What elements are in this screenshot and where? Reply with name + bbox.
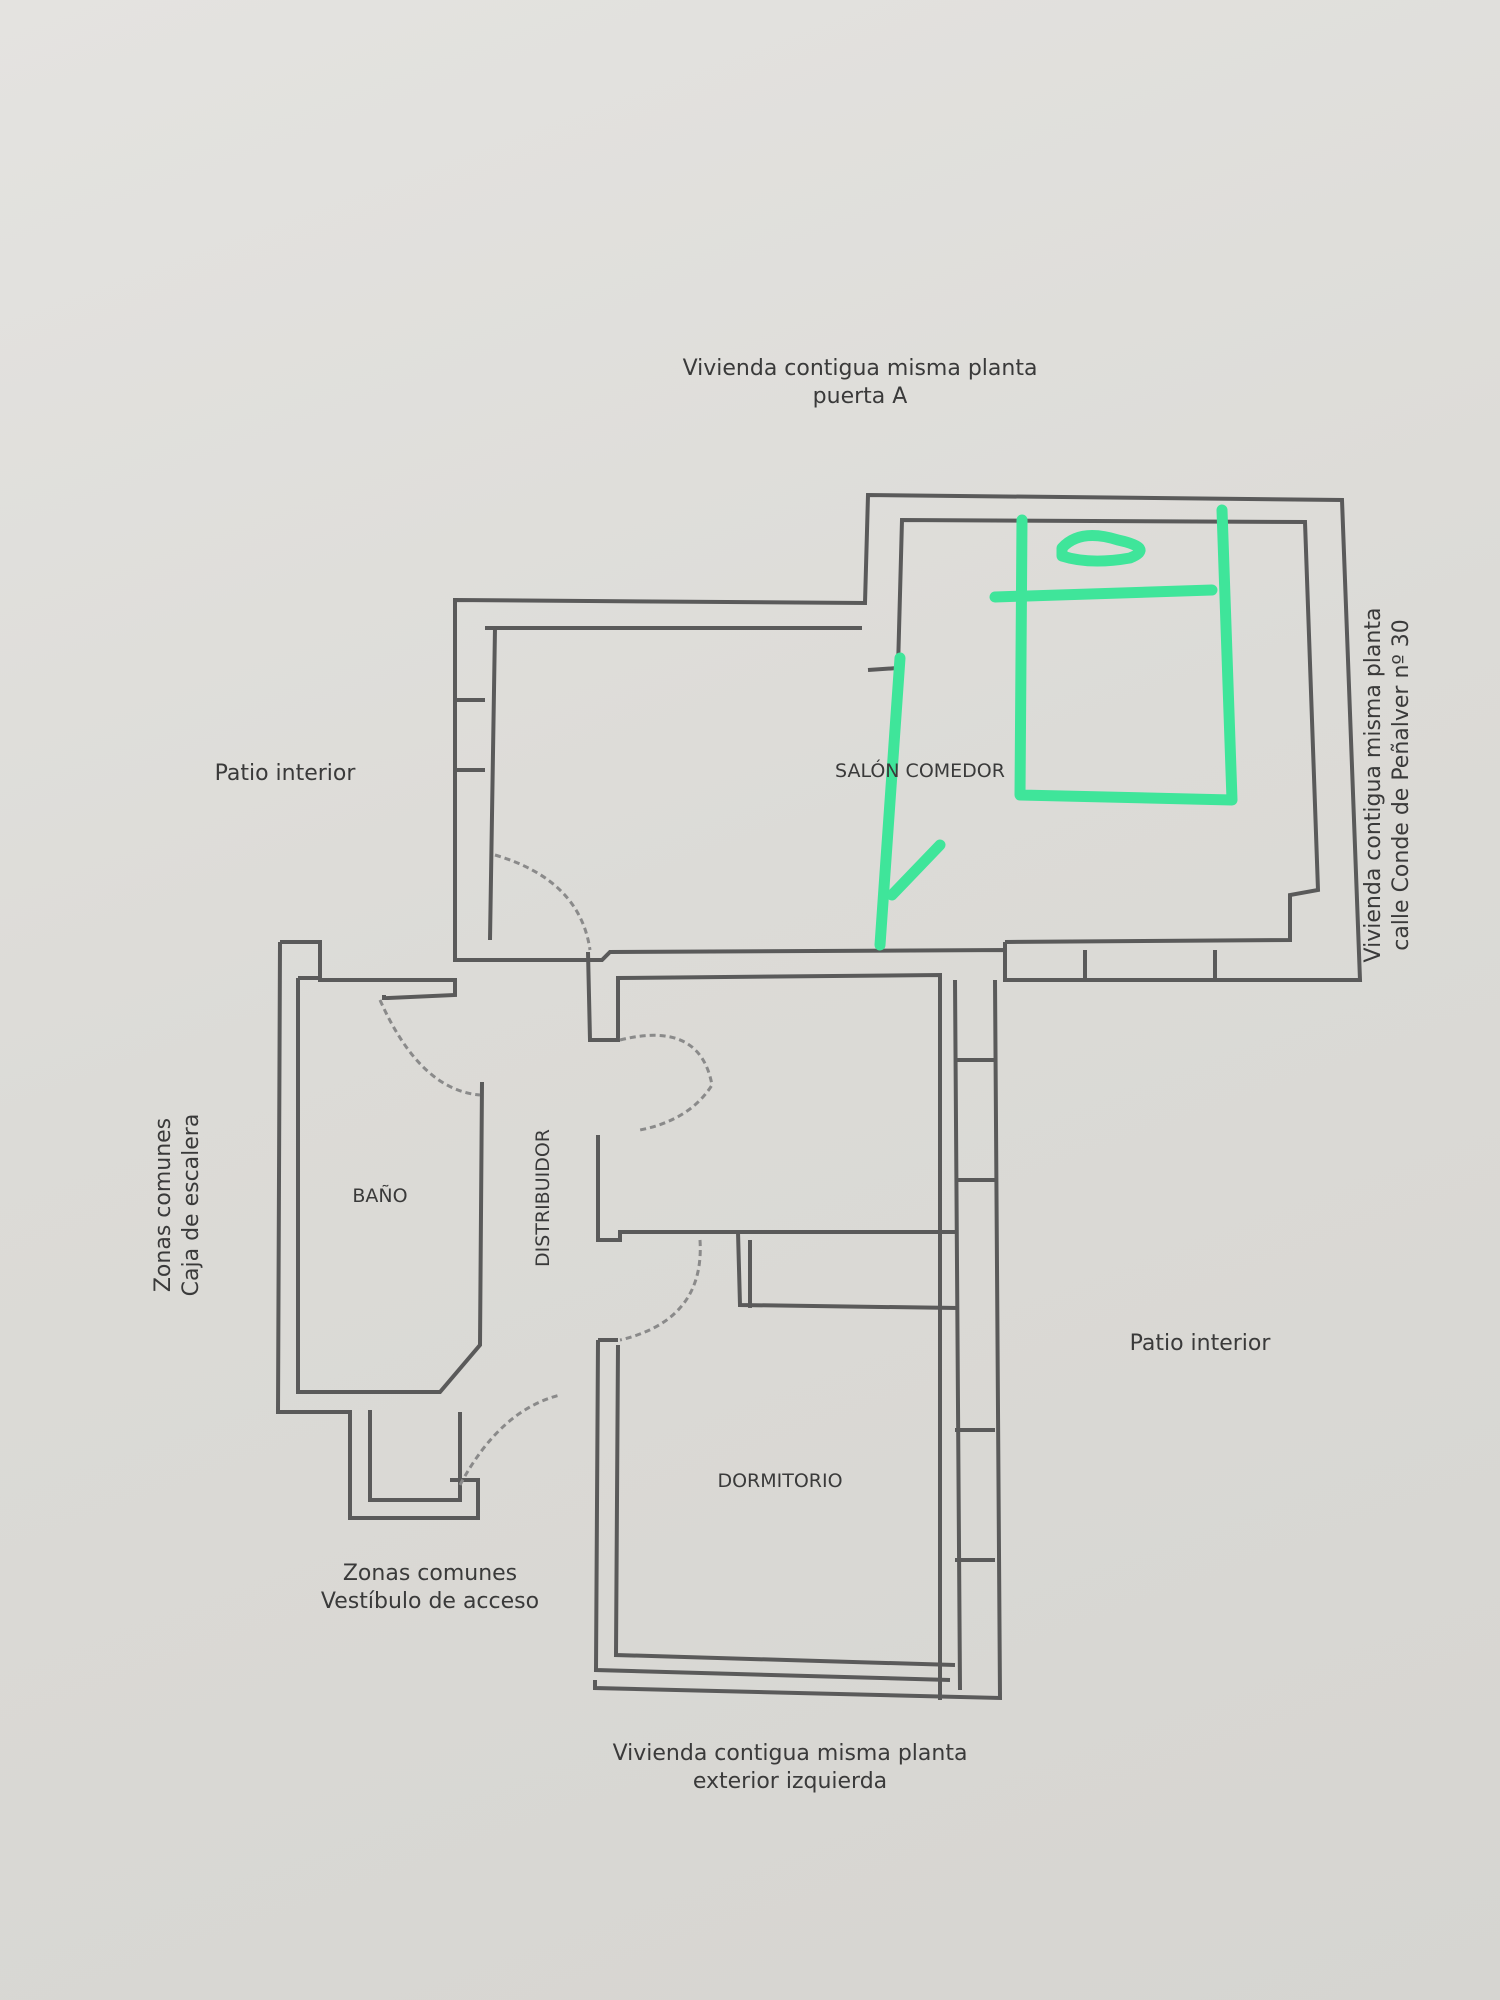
label-stair-zone-line1: Zonas comunes xyxy=(151,1117,176,1293)
room-label-distribuidor: DISTRIBUIDOR xyxy=(532,1128,554,1268)
label-access-zone-line1: Zonas comunes xyxy=(342,1561,518,1586)
label-right-neighbor-line1: Vivienda contigua misma planta xyxy=(1361,607,1386,963)
annotation-partition-line xyxy=(874,652,906,951)
bano-door-swing xyxy=(378,999,481,1097)
room-label-salon: SALÓN COMEDOR xyxy=(835,760,1005,782)
bedroom1-door-swing xyxy=(619,1033,714,1132)
salon-door-swing xyxy=(494,853,592,951)
distribuidor-door-swing xyxy=(619,1239,702,1342)
bano-outer-wall xyxy=(275,940,480,1520)
label-bottom-neighbor-line1: Vivienda contigua misma planta xyxy=(612,1741,968,1766)
label-bottom-neighbor: Vivienda contigua misma planta exterior … xyxy=(570,1740,1010,1795)
label-left-patio: Patio interior xyxy=(214,761,356,786)
annotation-pillow xyxy=(1056,530,1146,567)
green-annotation xyxy=(874,504,1238,951)
east-wall-ticks xyxy=(955,1058,995,1562)
label-access-zone-line2: Vestíbulo de acceso xyxy=(320,1588,540,1614)
walls xyxy=(275,492,1363,1701)
salon-wall-ticks xyxy=(455,698,1217,980)
distribuidor-wall-top xyxy=(586,951,942,1700)
access-door-swing xyxy=(458,1393,561,1486)
label-top-neighbor: Vivienda contigua misma planta puerta A xyxy=(640,355,1080,410)
annotation-headboard-line xyxy=(989,584,1218,603)
bano-closet-wall xyxy=(368,1410,462,1502)
east-wall-lower xyxy=(593,979,1003,1701)
label-right-neighbor: Vivienda contigua misma planta calle Con… xyxy=(1360,575,1420,995)
room-label-dormitorio: DORMITORIO xyxy=(717,1470,843,1492)
label-right-patio: Patio interior xyxy=(1129,1331,1271,1356)
label-top-neighbor-line1: Vivienda contigua misma planta xyxy=(682,356,1038,381)
bano-inner-wall xyxy=(296,976,484,1394)
label-stair-zone-line2: Caja de escalera xyxy=(178,1113,204,1297)
label-bottom-neighbor-line2: exterior izquierda xyxy=(692,1768,888,1794)
door-swings xyxy=(378,853,714,1486)
salon-outer-wall xyxy=(453,492,1363,982)
room-label-bano: BAÑO xyxy=(352,1185,408,1207)
annotation-bed-frame xyxy=(1014,504,1238,806)
distribuidor-wall-mid xyxy=(596,1135,959,1310)
dormitorio-wall xyxy=(593,1338,956,1682)
label-right-neighbor-line2: calle Conde de Peñalver nº 30 xyxy=(1388,619,1414,951)
label-top-neighbor-line2: puerta A xyxy=(812,383,908,409)
salon-inner-wall xyxy=(485,517,1321,950)
label-access-zone: Zonas comunes Vestíbulo de acceso xyxy=(290,1560,570,1615)
label-stair-zone: Zonas comunes Caja de escalera xyxy=(150,1100,210,1310)
annotation-partition-tick xyxy=(886,839,946,901)
